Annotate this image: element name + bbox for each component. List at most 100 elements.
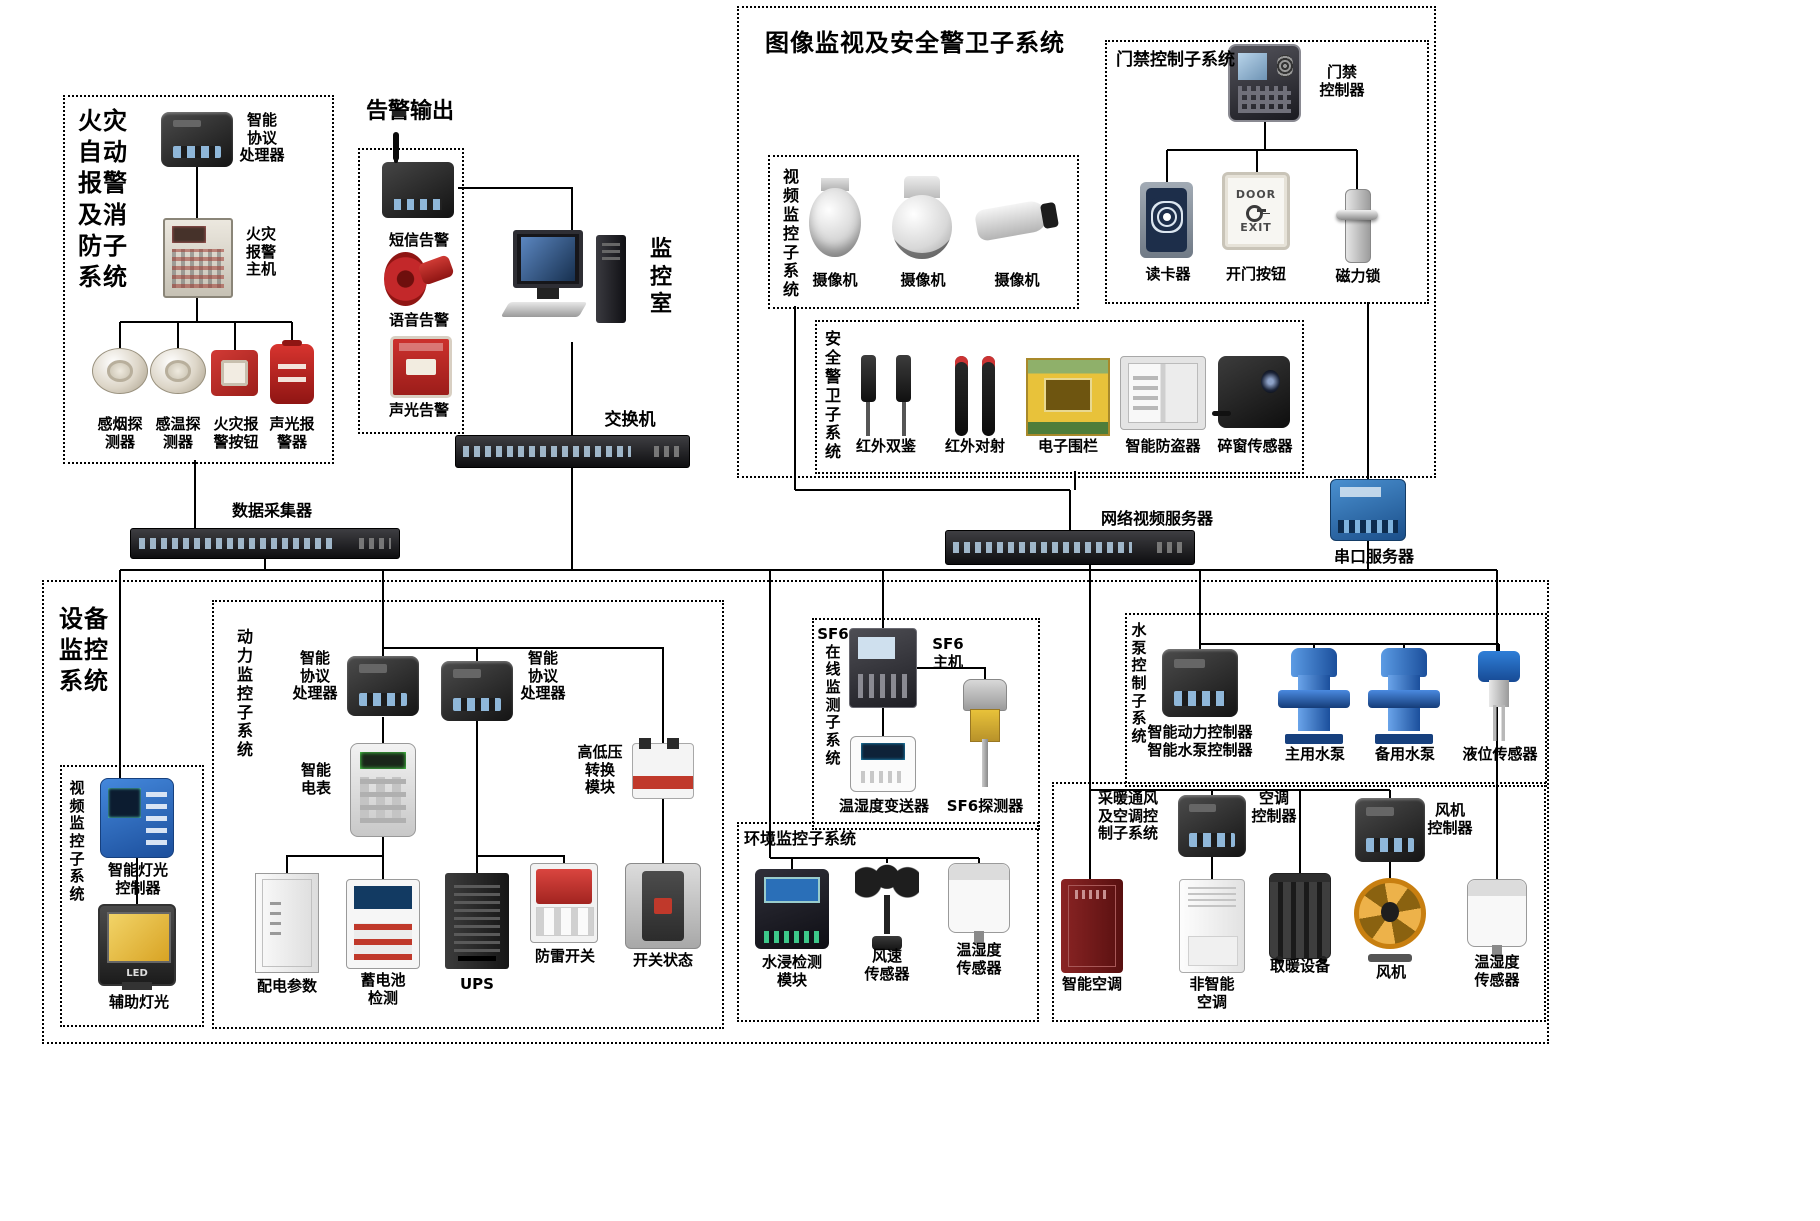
electric-fence-label: 电子围栏 bbox=[1037, 437, 1098, 455]
level-body-icon bbox=[1489, 679, 1509, 707]
anemometer-cups-icon bbox=[855, 862, 919, 899]
fire-system-title: 火灾 自动 报警 及消 防子 系统 bbox=[78, 107, 128, 291]
wind-sensor-label: 风速 传感器 bbox=[864, 947, 910, 983]
fire-alarm-host-label: 火灾 报警 主机 bbox=[245, 225, 276, 279]
hvac-humiture-label: 温湿度 传感器 bbox=[1474, 953, 1520, 989]
window-sensor-label: 碎窗传感器 bbox=[1217, 437, 1293, 455]
access-control-box bbox=[1105, 40, 1429, 304]
keyboard-icon bbox=[500, 302, 588, 318]
main-pump-label: 主用水泵 bbox=[1284, 745, 1345, 763]
data-collector-icon bbox=[130, 528, 400, 559]
power-protocol-processor1-icon bbox=[347, 656, 419, 716]
alarm-output-box bbox=[358, 148, 464, 434]
bullet-camera-icon bbox=[974, 188, 1060, 258]
pump-controller-label1: 智能动力控制器 bbox=[1147, 723, 1253, 741]
door-button-label: 开门按钮 bbox=[1225, 265, 1286, 283]
normal-ac-icon bbox=[1179, 879, 1245, 973]
magnetic-lock-label: 磁力锁 bbox=[1335, 267, 1381, 285]
sound-light-alarm-label: 声光报 警器 bbox=[269, 415, 315, 451]
anemometer-base-icon bbox=[871, 935, 903, 950]
temp-detector-icon bbox=[150, 348, 206, 394]
power-protocol-processor2-label: 智能 协议 处理器 bbox=[520, 649, 566, 703]
card-reader-label: 读卡器 bbox=[1145, 265, 1191, 283]
env-humiture-icon bbox=[948, 863, 1010, 943]
sf6-subsystem-title: SF6 在 线 监 测 子 系 统 bbox=[817, 625, 849, 767]
fire-system-box bbox=[63, 95, 334, 464]
sf6-box bbox=[812, 618, 1040, 830]
ir-dual-detector-icon bbox=[855, 352, 917, 436]
monitor-computer-icon bbox=[500, 228, 639, 344]
smoke-detector-icon bbox=[92, 348, 148, 394]
door-exit-button-icon: DOOR EXIT bbox=[1222, 172, 1290, 250]
pump-base-icon bbox=[1285, 734, 1343, 744]
serial-server-label: 串口服务器 bbox=[1333, 547, 1414, 566]
security-subsystem-title: 安 全 警 卫 子 系 统 bbox=[824, 329, 841, 462]
ir-dual-poles-icon bbox=[855, 402, 917, 436]
hvac-subsystem-title: 采暖通风 及空调控 制子系统 bbox=[1097, 789, 1158, 843]
surveillance-box bbox=[737, 6, 1436, 478]
lightning-switch-icon bbox=[530, 863, 598, 943]
env-humiture-label: 温湿度 传感器 bbox=[956, 941, 1002, 977]
dome-camera-icon bbox=[806, 178, 864, 260]
ptz-camera-icon bbox=[888, 176, 956, 262]
network-switch-label: 交换机 bbox=[604, 410, 656, 430]
electric-fence-icon bbox=[1026, 358, 1110, 436]
window-sensor-icon bbox=[1212, 356, 1290, 428]
heater-icon bbox=[1269, 873, 1331, 964]
level-sensor-icon bbox=[1468, 651, 1530, 741]
smart-ac-icon bbox=[1061, 879, 1123, 973]
voice-alarm-icon bbox=[384, 250, 454, 308]
floodlight-icon: LED bbox=[98, 904, 176, 991]
level-sensor-label: 液位传感器 bbox=[1462, 745, 1538, 763]
smoke-detector-label: 感烟探 测器 bbox=[97, 415, 143, 451]
camera1-label: 摄像机 bbox=[812, 271, 858, 289]
equipment-system-box bbox=[42, 580, 1549, 1044]
monitor-screen-icon bbox=[513, 230, 583, 289]
sms-alarm-icon bbox=[382, 136, 454, 218]
smart-meter-label: 智能 电表 bbox=[300, 761, 331, 797]
key-icon bbox=[1246, 205, 1266, 222]
sound-light-output-icon bbox=[390, 336, 452, 398]
power-protocol-processor1-label: 智能 协议 处理器 bbox=[292, 649, 338, 703]
sms-alarm-label: 短信告警 bbox=[388, 231, 449, 249]
backup-pump-icon bbox=[1368, 648, 1440, 744]
camera2-label: 摄像机 bbox=[900, 271, 946, 289]
hv-knobs-icon bbox=[639, 737, 687, 750]
humiture-transmitter-label: 温湿度变送器 bbox=[838, 797, 929, 815]
power-subsystem-title: 动 力 监 控 子 系 统 bbox=[236, 627, 253, 760]
anemometer-stem-icon bbox=[883, 895, 891, 935]
ir-dual-label: 红外双鉴 bbox=[855, 437, 916, 455]
magnetic-lock-icon bbox=[1328, 188, 1386, 263]
exit-text: EXIT bbox=[1240, 221, 1272, 234]
level-fork-icon bbox=[1492, 705, 1506, 741]
network-switch-icon bbox=[455, 435, 690, 468]
light-controller-label: 智能灯光 控制器 bbox=[107, 861, 168, 897]
hv-module-label: 高低压 转换 模块 bbox=[577, 743, 623, 797]
wifi-icon bbox=[1162, 212, 1171, 221]
heater-label: 取暖设备 bbox=[1269, 957, 1330, 975]
sf6-detector-head-icon bbox=[963, 679, 1007, 712]
video-subsystem-title: 视 频 监 控 子 系 统 bbox=[782, 167, 799, 300]
distribution-label: 配电参数 bbox=[256, 977, 317, 995]
access-subsystem-title: 门禁控制子系统 bbox=[1116, 50, 1235, 70]
power-monitor-box bbox=[212, 600, 724, 1029]
hvac-humiture-icon bbox=[1467, 879, 1527, 957]
pump-motor-icon bbox=[1290, 648, 1338, 677]
pump-controller-label: 智能动力控制器智能水泵控制器 bbox=[1144, 723, 1256, 759]
fan-controller-icon bbox=[1355, 798, 1425, 862]
hv-module-icon bbox=[632, 737, 694, 799]
env-monitor-box bbox=[737, 822, 1039, 1022]
smart-meter-icon bbox=[350, 743, 416, 837]
breaker-icon bbox=[625, 863, 701, 949]
surveillance-title: 图像监视及安全警卫子系统 bbox=[765, 29, 1065, 57]
serial-server-icon bbox=[1330, 479, 1406, 541]
fan-hub-icon bbox=[1381, 901, 1399, 922]
door-text: DOOR bbox=[1235, 188, 1277, 201]
computer-tower-icon bbox=[596, 234, 626, 324]
backup-pump-label: 备用水泵 bbox=[1374, 745, 1435, 763]
ac-controller-icon bbox=[1178, 795, 1246, 857]
anti-theft-label: 智能防盗器 bbox=[1125, 437, 1201, 455]
fire-alarm-button-icon bbox=[211, 350, 258, 396]
